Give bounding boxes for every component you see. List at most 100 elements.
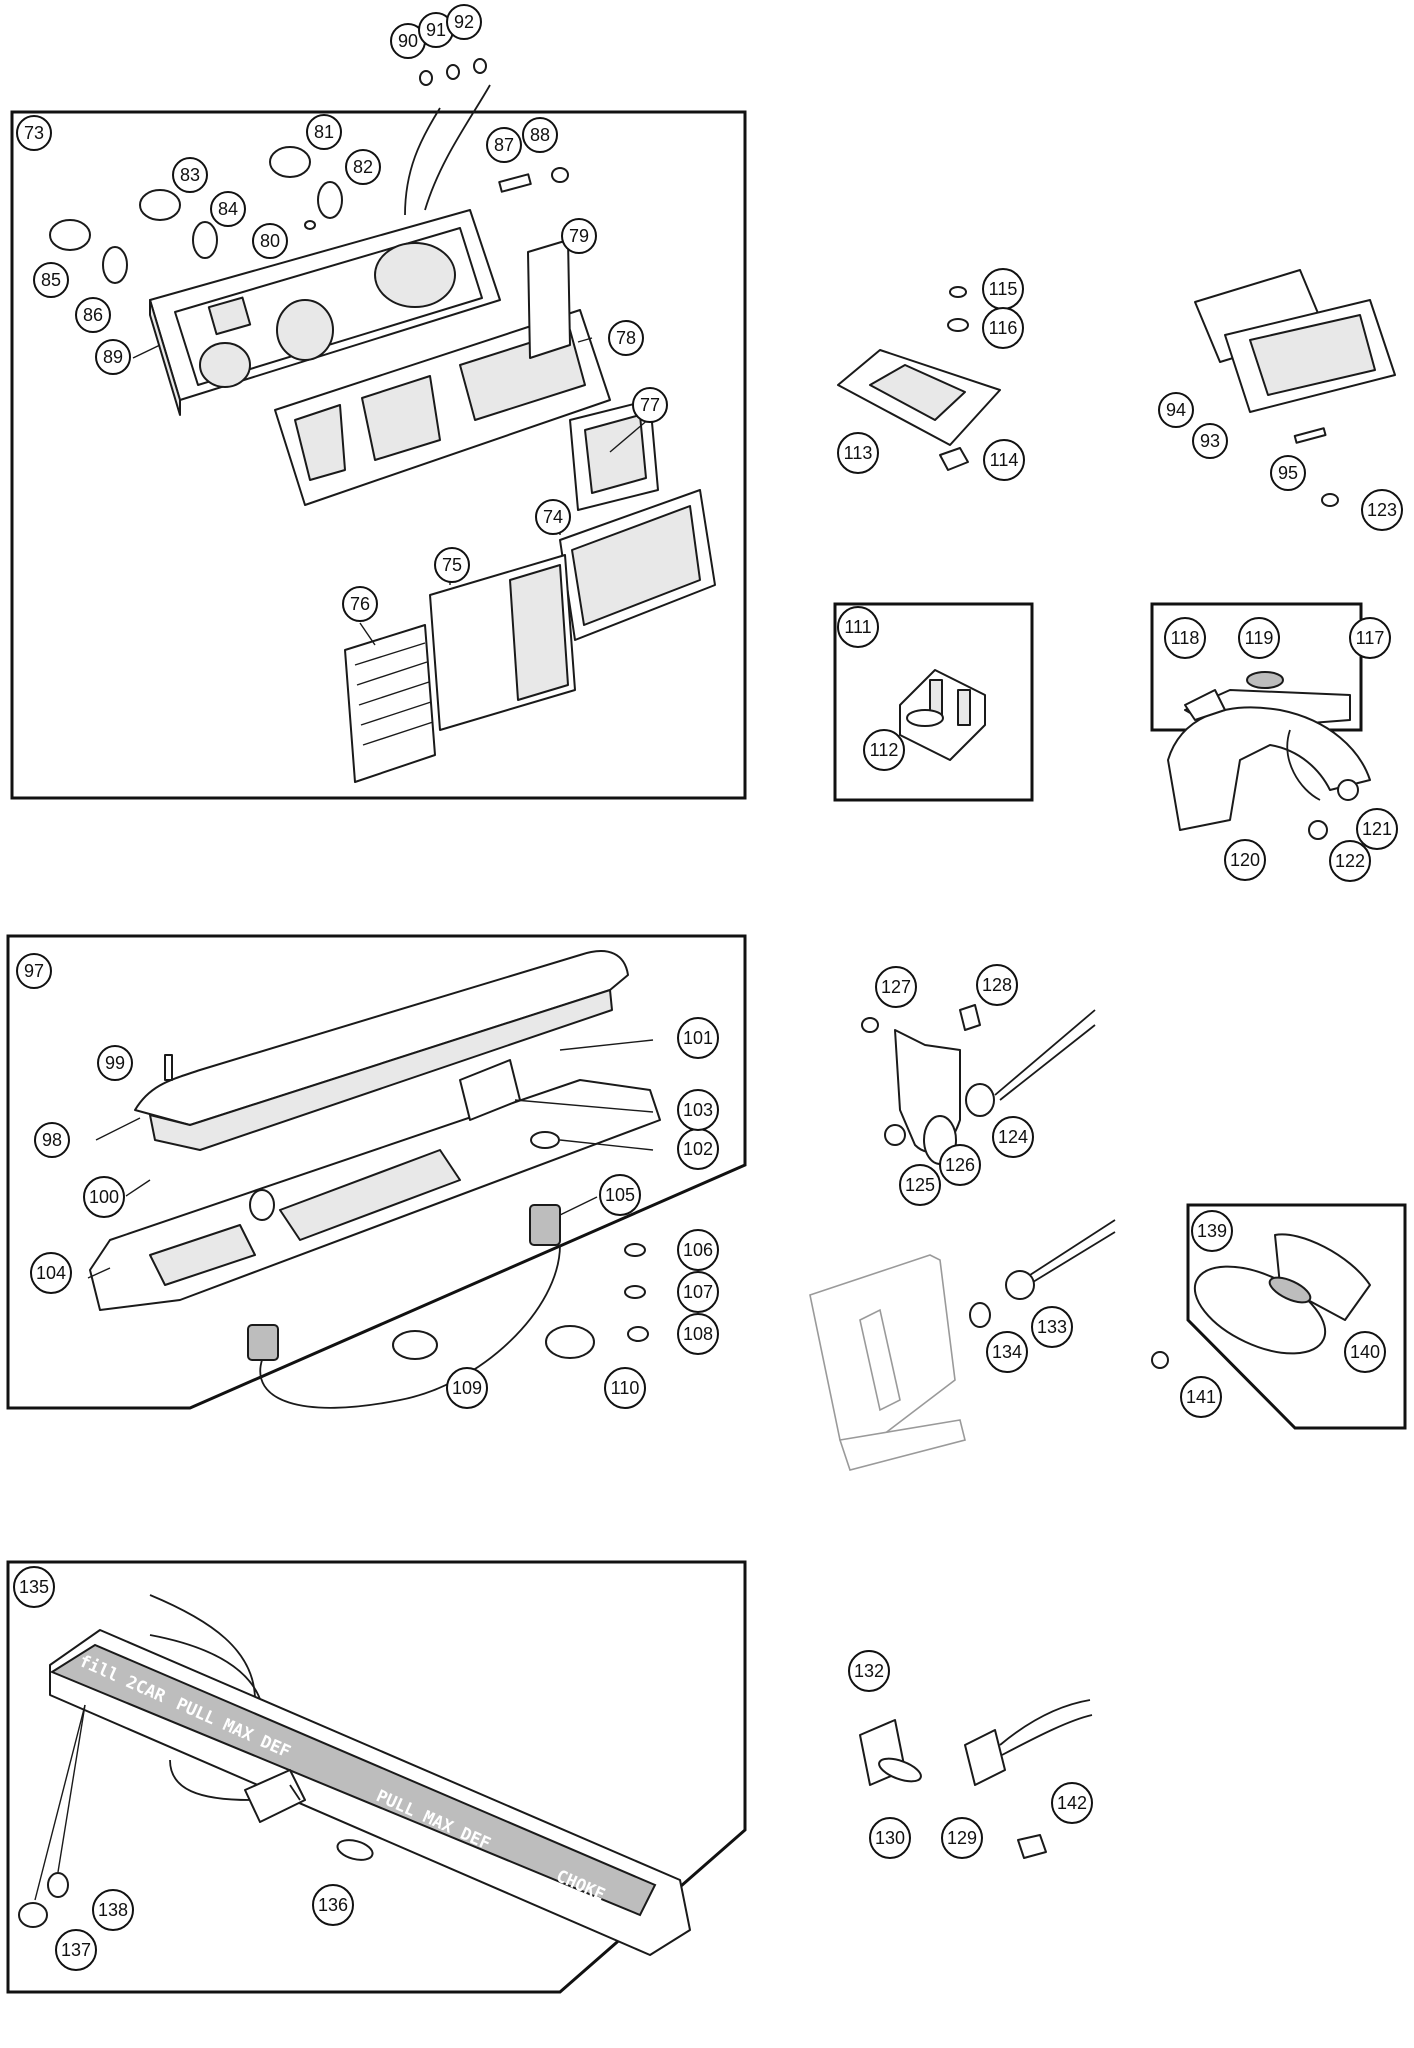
callout-label-124: 124 — [998, 1127, 1028, 1147]
callout-label-79: 79 — [569, 226, 589, 246]
callout-circle-79 — [561, 218, 597, 254]
callout-label-119: 119 — [1245, 628, 1274, 648]
callout-label-78: 78 — [616, 328, 636, 348]
callout-133: 133 — [1031, 1306, 1073, 1348]
callout-circle-97 — [16, 953, 52, 989]
callout-label-123: 123 — [1367, 500, 1397, 520]
callout-circle-100 — [83, 1176, 125, 1218]
callout-label-102: 102 — [683, 1139, 713, 1159]
callout-116: 116 — [982, 307, 1024, 349]
callout-circle-108 — [677, 1313, 719, 1355]
callout-141: 141 — [1180, 1376, 1222, 1418]
callout-circle-123 — [1361, 489, 1403, 531]
callout-117: 117 — [1349, 617, 1391, 659]
callout-label-73: 73 — [24, 123, 44, 143]
callout-circle-109 — [446, 1367, 488, 1409]
callout-100: 100 — [83, 1176, 125, 1218]
callout-label-82: 82 — [353, 157, 373, 177]
callout-101: 101 — [677, 1017, 719, 1059]
cap-122-part — [1308, 820, 1328, 840]
callout-circle-78 — [608, 320, 644, 356]
callout-label-97: 97 — [24, 961, 44, 981]
callout-label-104: 104 — [36, 1263, 66, 1283]
callout-label-100: 100 — [89, 1187, 119, 1207]
callout-circle-118 — [1164, 617, 1206, 659]
callout-circle-86 — [75, 297, 111, 333]
callout-99: 99 — [97, 1045, 133, 1081]
screw-121-part — [1337, 779, 1359, 801]
callout-circle-94 — [1158, 392, 1194, 428]
callout-circle-136 — [312, 1884, 354, 1926]
group-111-socket — [833, 602, 1034, 802]
callout-circle-89 — [95, 339, 131, 375]
callout-label-106: 106 — [683, 1240, 713, 1260]
callout-95: 95 — [1270, 455, 1306, 491]
screw-99-part — [164, 1054, 173, 1081]
callout-label-87: 87 — [494, 135, 514, 155]
washer-92-part — [473, 58, 487, 74]
callout-circle-119 — [1238, 617, 1280, 659]
callout-124: 124 — [992, 1116, 1034, 1158]
callout-label-113: 113 — [844, 443, 873, 463]
bulb-119-part — [1246, 671, 1284, 689]
callout-label-74: 74 — [543, 507, 563, 527]
nut-108-part — [627, 1326, 649, 1342]
callout-92: 92 — [446, 4, 482, 40]
callout-127: 127 — [875, 966, 917, 1008]
callout-circle-85 — [33, 262, 69, 298]
washer-91-part — [446, 64, 460, 80]
callout-circle-127 — [875, 966, 917, 1008]
callout-label-98: 98 — [42, 1130, 62, 1150]
bulb-137-part — [18, 1902, 48, 1928]
callout-86: 86 — [75, 297, 111, 333]
callout-105: 105 — [599, 1174, 641, 1216]
callout-93: 93 — [1192, 423, 1228, 459]
screw-80-part — [304, 220, 316, 230]
callout-78: 78 — [608, 320, 644, 356]
washer-106-part — [624, 1243, 646, 1257]
callout-label-130: 130 — [875, 1828, 905, 1848]
lamp-base-139-part — [1274, 1233, 1371, 1321]
callout-label-80: 80 — [260, 231, 280, 251]
holder-105-part — [529, 1204, 561, 1246]
callout-106: 106 — [677, 1229, 719, 1271]
callout-113: 113 — [837, 432, 879, 474]
screw-127-part — [861, 1017, 879, 1033]
callout-circle-103 — [677, 1089, 719, 1131]
callout-label-103: 103 — [683, 1100, 713, 1120]
callout-115: 115 — [982, 268, 1024, 310]
group-111-frame — [833, 602, 1034, 802]
callout-circle-111 — [837, 606, 879, 648]
callout-79: 79 — [561, 218, 597, 254]
callout-114: 114 — [983, 439, 1025, 481]
group-93-cover — [1194, 269, 1396, 507]
washer-102-part — [530, 1131, 560, 1149]
callout-label-139: 139 — [1197, 1221, 1227, 1241]
screw-141-part — [1151, 1351, 1169, 1369]
callout-138: 138 — [92, 1889, 134, 1931]
callout-label-86: 86 — [83, 305, 103, 325]
callout-circle-77 — [632, 387, 668, 423]
bulb-112-part — [906, 709, 944, 727]
group-135-switch-panel: fill 2CAR PULL MAX DEF PULL MAX DEF CHOK… — [6, 1560, 747, 1994]
bulb-holder-81-part — [269, 146, 311, 178]
washer-107-part — [624, 1285, 646, 1299]
group-117-interior-lamp — [1150, 602, 1371, 840]
switch-133-part — [1005, 1270, 1035, 1300]
callout-label-89: 89 — [103, 347, 123, 367]
callout-circle-129 — [941, 1817, 983, 1859]
callout-94: 94 — [1158, 392, 1194, 428]
bulb-84-part — [192, 221, 218, 259]
callout-label-107: 107 — [683, 1282, 713, 1302]
callout-118: 118 — [1164, 617, 1206, 659]
callout-label-83: 83 — [180, 165, 200, 185]
callout-circle-124 — [992, 1116, 1034, 1158]
clip-142-part — [1017, 1834, 1047, 1859]
callout-label-111: 111 — [844, 617, 871, 637]
callout-circle-101 — [677, 1017, 719, 1059]
callout-label-121: 121 — [1362, 819, 1392, 839]
callout-circle-133 — [1031, 1306, 1073, 1348]
callout-circle-134 — [986, 1331, 1028, 1373]
callout-83: 83 — [172, 157, 208, 193]
callout-label-75: 75 — [442, 555, 462, 575]
